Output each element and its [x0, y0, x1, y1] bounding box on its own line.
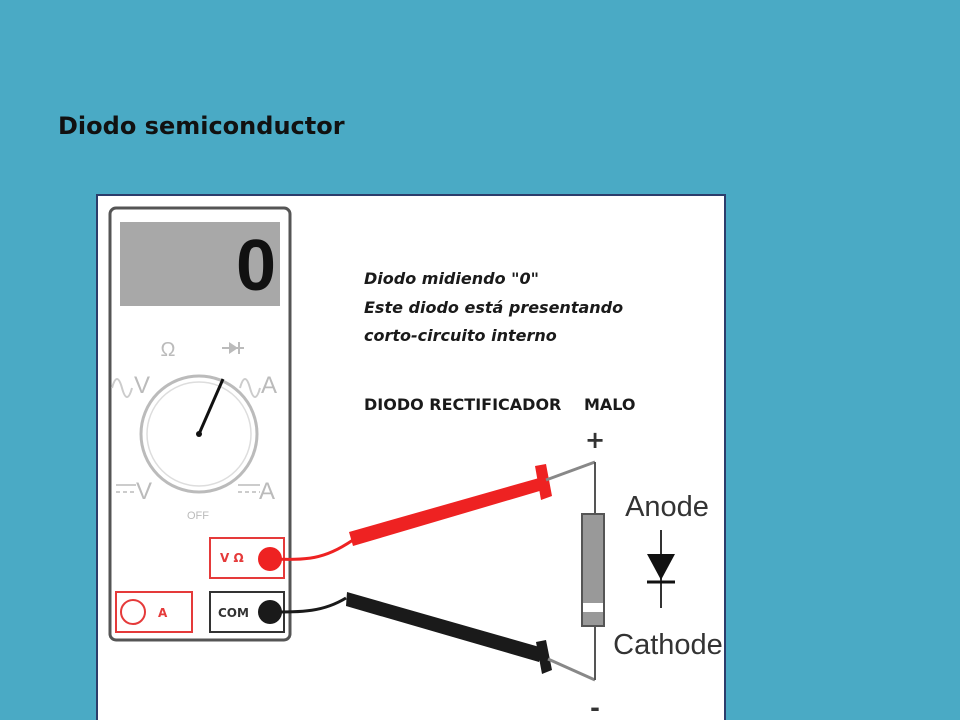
jack-amp-box: [115, 591, 193, 633]
heading-malo: MALO: [584, 395, 636, 414]
diode-symbol: [647, 530, 675, 608]
heading-diodo-rectificador: DIODO RECTIFICADOR: [364, 395, 561, 414]
diode-under-test: [581, 462, 605, 680]
selector-dial-inner: [146, 381, 252, 487]
dial-dc-a-label: A: [259, 478, 275, 505]
jack-vohm-label: V Ω: [220, 551, 244, 565]
cathode-label: Cathode: [613, 629, 723, 661]
red-test-probe: [258, 460, 596, 571]
dial-pivot: [196, 431, 202, 437]
minus-sign: -: [590, 694, 600, 720]
dial-off-label: OFF: [187, 510, 209, 522]
dial-dc-v-label: V: [136, 478, 152, 505]
display-reading: 0: [236, 226, 276, 306]
diagram-canvas: 0 Ω V A V A OFF V Ω COM: [108, 206, 723, 720]
dial-ac-v-label: V: [134, 372, 150, 399]
multimeter-diagram: 0 Ω V A V A OFF V Ω COM: [96, 194, 726, 720]
diode-symbol-icon: [222, 342, 244, 354]
dc-current-icon: [238, 484, 260, 493]
note-line-3: corto-circuito interno: [364, 326, 557, 345]
jack-vohm-box: [209, 537, 285, 579]
dial-ohm-label: Ω: [161, 339, 176, 361]
meter-display: [120, 222, 280, 306]
slide-title: Diodo semiconductor: [58, 112, 345, 140]
ac-current-wave-icon: [239, 378, 261, 398]
jack-amp-label: A: [158, 606, 168, 620]
note-line-1: Diodo midiendo "0": [364, 269, 539, 288]
dial-pointer: [197, 378, 225, 435]
jack-amp-socket: [120, 599, 146, 625]
jack-com-label: COM: [218, 606, 249, 620]
dc-voltage-icon: [116, 484, 136, 493]
plus-sign: +: [585, 426, 605, 454]
anode-label: Anode: [625, 491, 709, 523]
dial-ac-a-label: A: [261, 372, 277, 399]
ac-voltage-wave-icon: [111, 378, 133, 398]
black-test-probe: [258, 592, 596, 682]
note-line-2: Este diodo está presentando: [364, 298, 623, 317]
